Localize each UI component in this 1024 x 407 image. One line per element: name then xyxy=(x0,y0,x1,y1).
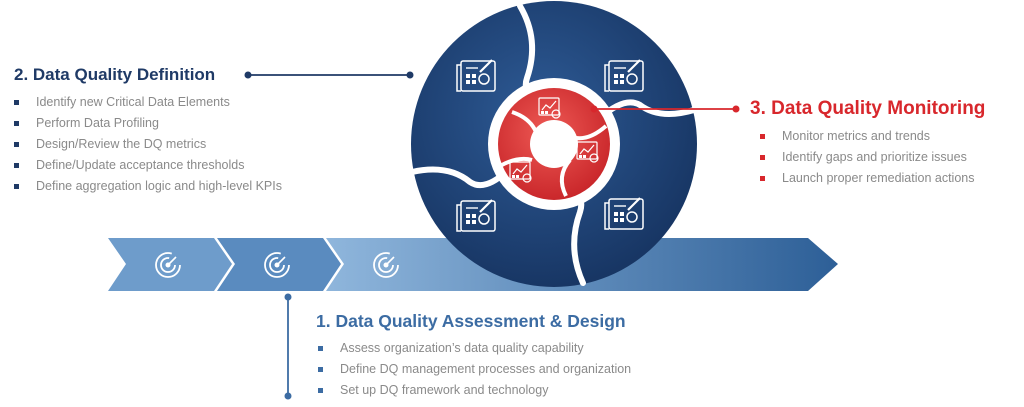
list-item: Set up DQ framework and technology xyxy=(318,380,631,401)
list-item: Design/Review the DQ metrics xyxy=(14,134,282,155)
definition-title: 2. Data Quality Definition xyxy=(14,65,216,84)
list-item: Define/Update acceptance thresholds xyxy=(14,155,282,176)
list-item: Assess organization’s data quality capab… xyxy=(318,338,631,359)
list-item: Identify gaps and prioritize issues xyxy=(760,147,974,168)
list-item: Define DQ management processes and organ… xyxy=(318,359,631,380)
cycle-center xyxy=(530,120,578,168)
monitoring-title: 3. Data Quality Monitoring xyxy=(750,98,986,119)
assessment-title: 1. Data Quality Assessment & Design xyxy=(316,311,626,331)
assessment-list: Assess organization’s data quality capab… xyxy=(318,338,631,401)
connector-assessment xyxy=(284,293,292,400)
connector-definition xyxy=(244,71,414,79)
definition-list: Identify new Critical Data Elements Perf… xyxy=(14,92,282,197)
monitoring-list: Monitor metrics and trends Identify gaps… xyxy=(760,126,974,189)
list-item: Perform Data Profiling xyxy=(14,113,282,134)
connector-monitoring xyxy=(590,105,740,113)
list-item: Monitor metrics and trends xyxy=(760,126,974,147)
list-item: Identify new Critical Data Elements xyxy=(14,92,282,113)
list-item: Launch proper remediation actions xyxy=(760,168,974,189)
list-item: Define aggregation logic and high-level … xyxy=(14,176,282,197)
